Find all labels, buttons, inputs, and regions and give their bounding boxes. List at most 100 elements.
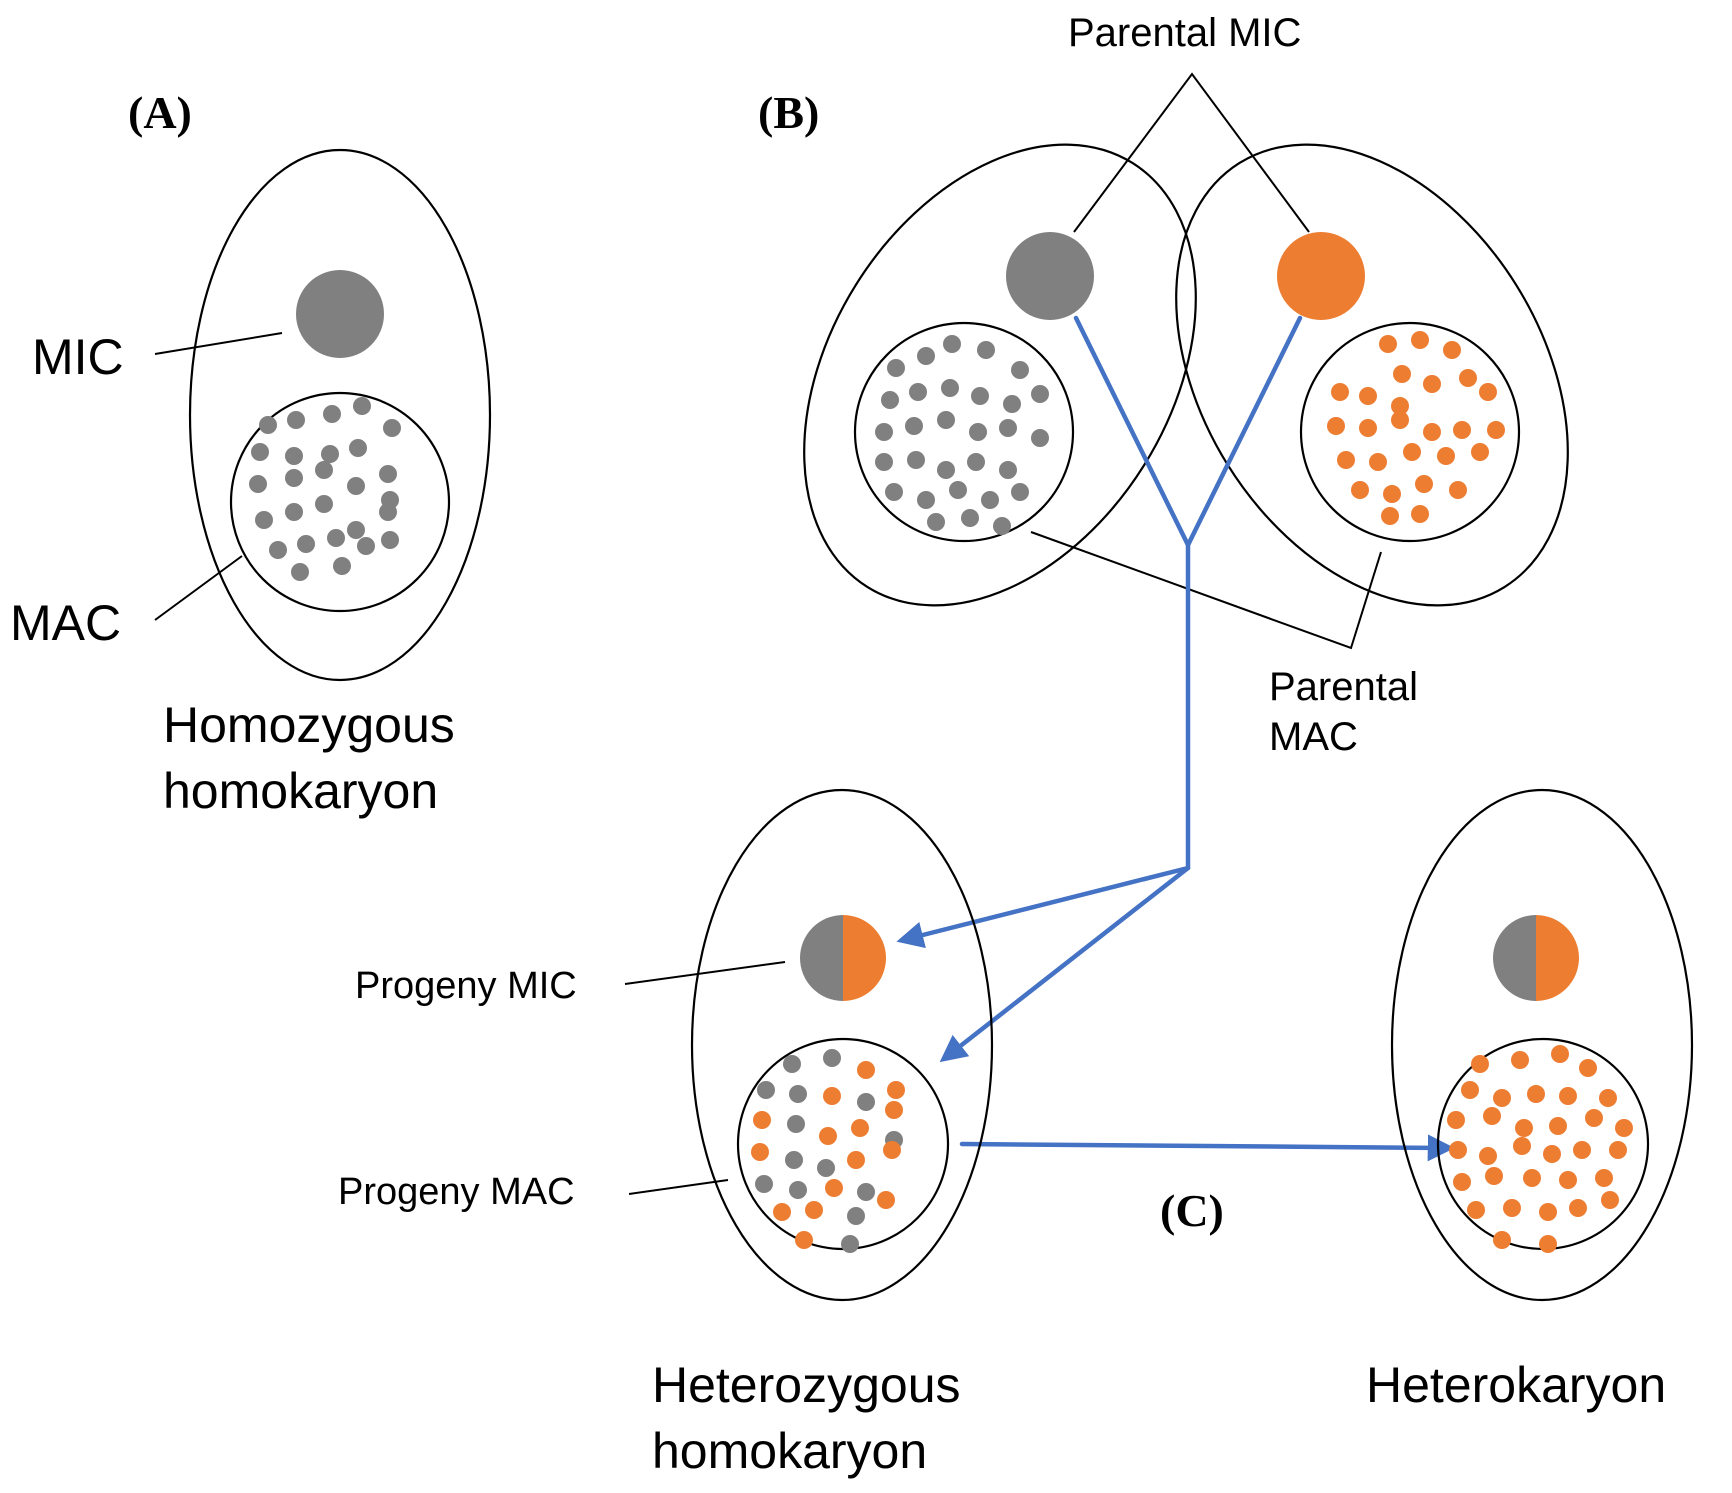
- mic-nucleus: [296, 270, 384, 358]
- mac-dot: [875, 453, 893, 471]
- mac-dot: [1523, 1169, 1541, 1187]
- orange-parental-mac: [1299, 321, 1521, 543]
- mac-dot: [285, 469, 303, 487]
- mac-dot: [755, 1175, 773, 1193]
- orange-mac-dots: [1327, 331, 1505, 525]
- mac-dot: [1585, 1109, 1603, 1127]
- mac-dot: [817, 1159, 835, 1177]
- mac-dot: [287, 411, 305, 429]
- progeny-mic-gray-half: [800, 915, 843, 1001]
- mac-dot: [1559, 1171, 1577, 1189]
- panel-b-letter: (B): [758, 87, 819, 138]
- mac-dot: [847, 1151, 865, 1169]
- mac-dot: [1479, 383, 1497, 401]
- mac-dot: [875, 423, 893, 441]
- mac-dot: [291, 563, 309, 581]
- gray-mac-dots: [875, 335, 1049, 535]
- mac-dot: [1479, 1147, 1497, 1165]
- mac-dot: [949, 481, 967, 499]
- mac-dot: [1003, 395, 1021, 413]
- mac-dot: [977, 341, 995, 359]
- mac-dot: [1573, 1141, 1591, 1159]
- mac-dot: [249, 475, 267, 493]
- mac-dot: [1011, 361, 1029, 379]
- mac-dot: [883, 1141, 901, 1159]
- gray-parent-cell: [803, 143, 1197, 607]
- panel-c-letter: (C): [1160, 1185, 1224, 1236]
- mac-dot: [785, 1151, 803, 1169]
- mac-dot: [751, 1143, 769, 1161]
- mac-dot: [1485, 1167, 1503, 1185]
- mac-dot: [789, 1085, 807, 1103]
- mac-dot: [379, 465, 397, 483]
- mac-dot: [1579, 1059, 1597, 1077]
- mac-leader-line: [154, 555, 243, 621]
- heterozygous-caption-line2: homokaryon: [652, 1423, 927, 1479]
- mac-dot: [1471, 443, 1489, 461]
- mac-dot: [1381, 507, 1399, 525]
- mac-dot: [917, 347, 935, 365]
- mac-dot: [1459, 369, 1477, 387]
- mac-dot: [789, 1181, 807, 1199]
- mac-dot: [999, 461, 1017, 479]
- mac-dot: [909, 383, 927, 401]
- homozygous-caption-line1: Homozygous: [163, 697, 455, 753]
- mac-dot: [917, 491, 935, 509]
- mac-dot: [847, 1207, 865, 1225]
- mac-nucleus: [229, 391, 451, 613]
- mac-dot: [1569, 1199, 1587, 1217]
- mac-dot: [857, 1061, 875, 1079]
- mac-dot: [1449, 1141, 1467, 1159]
- parental-mac-leader: [1030, 531, 1382, 650]
- mac-dot: [1393, 365, 1411, 383]
- mac-dot: [1609, 1141, 1627, 1159]
- mac-dot: [1467, 1201, 1485, 1219]
- mac-dot: [1493, 1089, 1511, 1107]
- mac-dot: [1551, 1045, 1569, 1063]
- mac-dot: [347, 521, 365, 539]
- mic-label: MIC: [32, 329, 124, 385]
- mac-dot: [887, 1081, 905, 1099]
- mac-dot: [1443, 341, 1461, 359]
- mac-dot: [819, 1127, 837, 1145]
- mac-label: MAC: [10, 595, 121, 651]
- mac-dot: [1527, 1085, 1545, 1103]
- mac-dot: [857, 1093, 875, 1111]
- mac-dot: [1513, 1137, 1531, 1155]
- mac-dot: [851, 1119, 869, 1137]
- mac-dot: [1031, 429, 1049, 447]
- mac-dot: [1337, 451, 1355, 469]
- mac-dot: [1601, 1191, 1619, 1209]
- mac-dot: [993, 517, 1011, 535]
- progeny-mac-mixed-dots: [751, 1049, 905, 1253]
- arrow-to-heterokaryon: [959, 1134, 1455, 1162]
- progeny-mac-leader: [628, 1179, 729, 1195]
- parental-mic-leader: [1073, 72, 1310, 233]
- mac-dot: [315, 495, 333, 513]
- mac-dot: [285, 447, 303, 465]
- mac-dot: [753, 1111, 771, 1129]
- mac-dot: [905, 417, 923, 435]
- mac-dot: [757, 1081, 775, 1099]
- mac-dot: [379, 503, 397, 521]
- mac-dot: [327, 529, 345, 547]
- mac-dot: [999, 419, 1017, 437]
- heterozygous-cell: [690, 788, 994, 1302]
- mac-dot: [941, 379, 959, 397]
- mac-dot: [805, 1201, 823, 1219]
- mac-dot: [1515, 1119, 1533, 1137]
- mac-dot: [1539, 1203, 1557, 1221]
- mac-dot: [1471, 1055, 1489, 1073]
- mac-dot: [1543, 1145, 1561, 1163]
- mac-dot: [1511, 1051, 1529, 1069]
- mac-dot: [971, 387, 989, 405]
- mac-dot: [323, 405, 341, 423]
- mac-dot: [1487, 421, 1505, 439]
- mac-dot: [841, 1235, 859, 1253]
- heterokaryon-mic-orange-half: [1536, 915, 1579, 1001]
- mac-dot: [357, 537, 375, 555]
- mac-dot: [1411, 505, 1429, 523]
- mac-dot: [383, 419, 401, 437]
- mac-dot: [1369, 453, 1387, 471]
- mac-dot: [1453, 421, 1471, 439]
